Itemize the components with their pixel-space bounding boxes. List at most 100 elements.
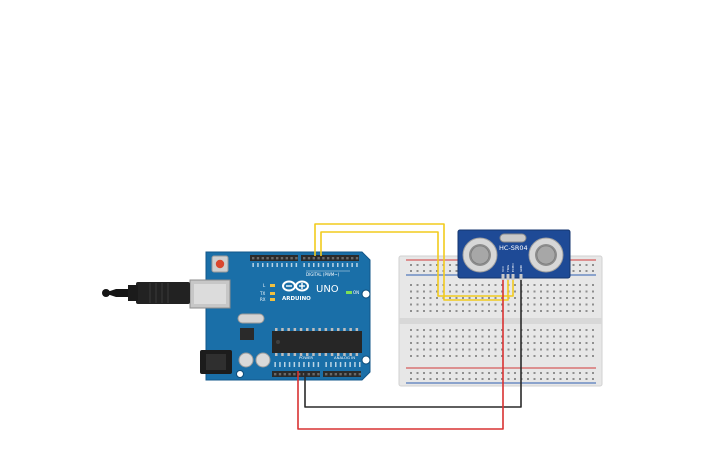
header-pin[interactable] [278,373,282,376]
header-pin[interactable] [349,373,352,376]
breadboard-hole [533,355,536,357]
header-pin[interactable] [298,373,301,376]
breadboard-hole [455,378,458,380]
sensor-pin-vcc[interactable] [501,274,505,280]
header-pin[interactable] [325,373,328,376]
breadboard-hole [501,329,503,331]
reset-button-cap[interactable] [215,259,225,269]
breadboard-hole [507,303,510,306]
header-pin[interactable] [285,257,288,260]
header-pin[interactable] [346,257,349,260]
header-pin[interactable] [283,373,286,376]
breadboard-hole [423,355,425,357]
breadboard-hole [553,348,555,351]
header-pin[interactable] [256,257,260,260]
chip-pin [275,353,278,356]
breadboard-hole [559,372,562,374]
breadboard-hole [579,342,581,344]
breadboard-hole [449,290,451,293]
breadboard-hole [429,290,432,293]
digital-header-right[interactable] [301,255,359,261]
header-pin[interactable] [336,257,339,260]
breadboard-hole [481,310,484,312]
header-pin[interactable] [355,257,359,260]
header-pin[interactable] [341,257,344,260]
breadboard-hole [481,372,484,374]
header-pin[interactable] [293,373,296,376]
breadboard-hole [442,372,445,374]
header-pin[interactable] [317,373,320,376]
header-pin[interactable] [303,257,306,260]
header-pin[interactable] [280,257,284,260]
breadboard-hole [488,342,490,344]
wire-ground[interactable] [304,280,522,408]
breadboard-hole [572,297,575,299]
header-pin[interactable] [358,373,361,376]
breadboard-hole [592,303,594,306]
header-pin[interactable] [274,373,277,376]
usb-cable[interactable] [102,282,190,304]
sensor-pin-trig[interactable] [506,274,510,280]
sensor-pin-gnd[interactable] [519,274,523,280]
header-pin[interactable] [290,257,293,260]
breadboard-hole [546,348,549,351]
sensor-pin-echo[interactable] [511,274,515,280]
header-pin[interactable] [307,257,311,260]
header-pin[interactable] [334,373,337,376]
header-pin[interactable] [322,257,325,260]
header-pin[interactable] [312,257,315,260]
header-pin[interactable] [331,257,335,260]
breadboard-hole [540,290,542,293]
header-pin[interactable] [317,257,320,260]
breadboard-hole [540,284,542,286]
header-pin[interactable] [295,257,298,260]
header-pin[interactable] [252,257,255,260]
header-pin[interactable] [271,257,274,260]
power-header[interactable] [272,371,320,377]
header-pin[interactable] [329,373,333,376]
header-pin[interactable] [302,373,306,376]
label-rx: RX [260,297,266,302]
breadboard-hole [553,284,555,286]
breadboard-hole [585,303,588,306]
arduino-uno-board[interactable]: L TX RX ARDUINO UNO ON DIGITAL (PWM~) [189,251,371,381]
header-pin[interactable] [266,257,269,260]
breadboard-hole [468,378,471,380]
breadboard-hole [442,329,445,331]
breadboard-hole [416,264,419,266]
analog-header[interactable] [323,371,361,377]
breadboard-hole [585,378,588,380]
header-pin[interactable] [261,257,264,260]
header-pin[interactable] [276,257,279,260]
breadboard-hole [494,290,497,293]
wire-echo[interactable] [320,231,514,297]
breadboard-hole [436,372,438,374]
breadboard-hole [540,378,542,380]
header-pin[interactable] [351,257,354,260]
wire-vcc[interactable] [297,280,504,430]
header-pin[interactable] [344,373,347,376]
header-pin[interactable] [307,373,310,376]
chip-pin [324,353,328,356]
label-tx: TX [259,291,265,296]
breadboard-hole [429,303,432,306]
breadboard-hole [455,297,458,299]
header-pin[interactable] [353,373,357,376]
breadboard-hole [455,335,458,338]
pin-label-mark [308,362,310,367]
digital-header-pins [252,257,359,260]
breadboard-hole [559,355,562,357]
breadboard-hole [436,303,438,306]
breadboard-hole [501,335,503,338]
breadboard-hole [468,355,471,357]
header-pin[interactable] [327,257,330,260]
breadboard-hole [429,284,432,286]
digital-header-left[interactable] [250,255,298,261]
breadboard-hole [572,355,575,357]
header-pin[interactable] [339,373,342,376]
header-pin[interactable] [312,373,315,376]
header-pin[interactable] [288,373,291,376]
pin-label-mark [335,362,337,367]
breadboard-hole [436,290,438,293]
